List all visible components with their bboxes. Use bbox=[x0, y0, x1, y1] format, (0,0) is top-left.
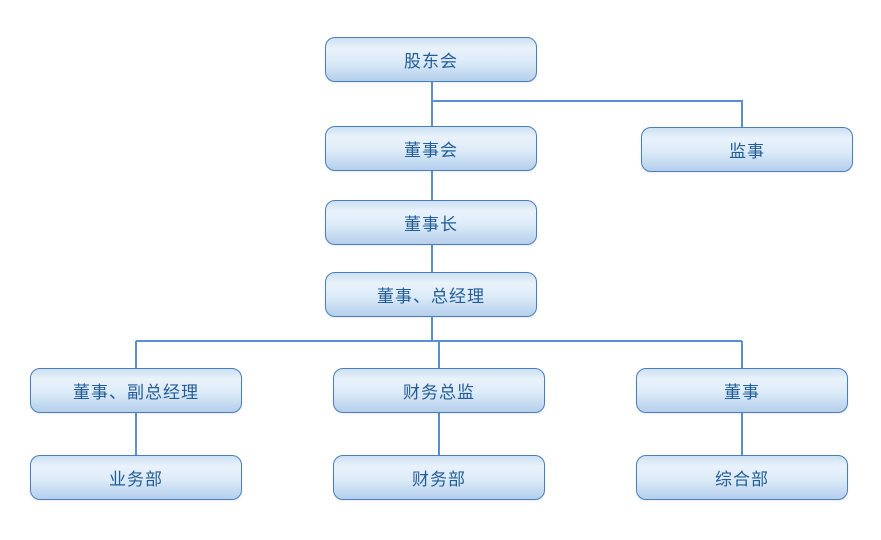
org-node-finance-department: 财务部 bbox=[333, 455, 545, 500]
org-node-label: 财务总监 bbox=[403, 383, 475, 402]
org-node-director-general-manager: 董事、总经理 bbox=[325, 272, 537, 317]
org-node-director-deputy-general-manager: 董事、副总经理 bbox=[30, 368, 242, 413]
org-node-business-department: 业务部 bbox=[30, 455, 242, 500]
org-node-general-department: 综合部 bbox=[636, 455, 848, 500]
org-node-shareholders-meeting: 股东会 bbox=[325, 37, 537, 82]
org-node-label: 董事会 bbox=[404, 141, 458, 160]
org-node-label: 董事长 bbox=[404, 215, 458, 234]
org-node-label: 业务部 bbox=[109, 470, 163, 489]
org-node-chief-financial-officer: 财务总监 bbox=[333, 368, 545, 413]
org-node-supervisor: 监事 bbox=[641, 127, 853, 172]
org-node-label: 董事、总经理 bbox=[377, 287, 485, 306]
org-node-label: 财务部 bbox=[412, 470, 466, 489]
org-node-chairman: 董事长 bbox=[325, 200, 537, 245]
org-node-director: 董事 bbox=[636, 368, 848, 413]
org-node-label: 股东会 bbox=[404, 52, 458, 71]
org-node-board-of-directors: 董事会 bbox=[325, 126, 537, 171]
org-node-label: 综合部 bbox=[715, 470, 769, 489]
org-node-label: 董事 bbox=[724, 383, 760, 402]
org-node-label: 监事 bbox=[729, 142, 765, 161]
connector-shareholders-supervisor bbox=[432, 100, 743, 127]
org-node-label: 董事、副总经理 bbox=[73, 383, 199, 402]
